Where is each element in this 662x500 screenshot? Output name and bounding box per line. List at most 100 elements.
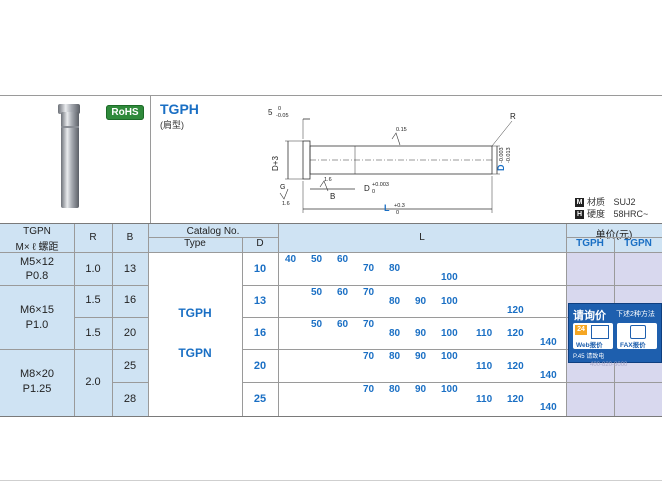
product-image: RoHS — [0, 96, 151, 224]
l-value: 60 — [337, 319, 349, 330]
group3-r: 2.0 — [85, 376, 101, 388]
l-value: 50 — [311, 254, 323, 265]
material-badge: M — [575, 198, 584, 208]
l-value: 90 — [415, 296, 427, 307]
l-value: 100 — [441, 351, 458, 362]
l-value: 70 — [363, 287, 375, 298]
l-value: 70 — [363, 263, 375, 274]
l-value: 120 — [507, 305, 524, 316]
dim-l: L — [384, 203, 390, 213]
group3-p: P1.25 — [22, 383, 52, 395]
header-catalog: Catalog No. — [186, 226, 240, 237]
dim-l-tol-bot: 0 — [396, 210, 399, 216]
technical-drawing: 5 0 -0.05 R D+3 0.15 -0.003 -0.013 D D +… — [268, 106, 516, 216]
fax-quote-label: FAX报价 — [620, 342, 646, 349]
l-value: 110 — [476, 361, 493, 372]
group3-b2: 28 — [123, 393, 137, 405]
dim-dshank-tol-bot: 0 — [372, 189, 375, 195]
l-value: 100 — [441, 328, 458, 339]
l-value: 110 — [476, 394, 493, 405]
l-value: 100 — [441, 272, 458, 283]
l-value: 120 — [507, 361, 524, 372]
page-ref: P.45 — [573, 354, 585, 360]
l-value: 80 — [389, 328, 401, 339]
group2-b2: 20 — [123, 327, 137, 339]
fax-quote-button[interactable]: FAX报价 — [617, 323, 657, 349]
rohs-badge: RoHS — [106, 105, 144, 120]
web-quote-label: Web报价 — [576, 342, 603, 349]
d-value-5: 25 — [253, 393, 267, 405]
d-value-3: 16 — [253, 327, 267, 339]
material-label: 材质 — [587, 197, 606, 207]
l-value: 70 — [363, 384, 375, 395]
l-value: 50 — [311, 319, 323, 330]
fax-icon — [630, 325, 646, 339]
l-value: 140 — [540, 370, 557, 381]
page-note: 请致电 — [586, 354, 605, 360]
inquiry-phone: 400-820-8000 — [590, 362, 628, 368]
dim-dh: D+3 — [271, 156, 280, 171]
header-tgpn: TGPN — [23, 226, 51, 237]
dim-r: R — [510, 112, 516, 121]
header-d: D — [256, 238, 264, 249]
group1-b: 13 — [123, 263, 137, 275]
group2-r2: 1.5 — [85, 327, 101, 339]
inquiry-page-ref: P.45 请致电 — [573, 351, 604, 360]
header-mxl: M× ℓ 螺距 — [15, 242, 59, 253]
l-value: 140 — [540, 402, 557, 413]
dim-b: B — [330, 192, 335, 201]
l-value: 90 — [415, 384, 427, 395]
group1-m: M5×12 — [20, 256, 54, 268]
group2-b1: 16 — [123, 294, 137, 306]
l-value: 120 — [507, 394, 524, 405]
dimension-table: TGPN M× ℓ 螺距 R B Catalog No. Type D L 单价… — [0, 223, 662, 417]
catalog-header-bg — [148, 224, 278, 252]
dim-ra: 0.15 — [396, 127, 407, 133]
type-tgpn: TGPN — [178, 346, 212, 360]
l-value: 50 — [311, 287, 323, 298]
l-value: 120 — [507, 328, 524, 339]
inquiry-title: 请询价 — [573, 310, 606, 322]
price-inquiry-panel[interactable]: 请询价 下述2种方法 24 Web报价 FAX报价 P.45 请致电 — [568, 303, 662, 363]
l-value: 110 — [476, 328, 493, 339]
inquiry-subtitle: 下述2种方法 — [616, 311, 655, 318]
d-value-2: 13 — [253, 295, 267, 307]
badge-24: 24 — [575, 325, 587, 335]
hardness-value: 58HRC~ — [613, 209, 649, 219]
l-value: 60 — [337, 287, 349, 298]
l-value: 40 — [285, 254, 297, 265]
dim-dshank: D — [364, 184, 370, 193]
d-value-4: 20 — [253, 360, 267, 372]
l-value: 80 — [389, 296, 401, 307]
l-value: 80 — [389, 263, 401, 274]
l-value: 90 — [415, 328, 427, 339]
web-quote-button[interactable]: 24 Web报价 — [573, 323, 613, 349]
group2-p: P1.0 — [25, 319, 49, 331]
l-value: 70 — [363, 351, 375, 362]
header-price: 单价(元) — [595, 230, 633, 241]
header-l: L — [419, 232, 425, 243]
group2-r: 1.5 — [85, 294, 101, 306]
l-value: 80 — [389, 351, 401, 362]
dim-5-tol-bot: -0.05 — [276, 113, 289, 119]
group1-p: P0.8 — [25, 270, 49, 282]
header-b: B — [126, 232, 134, 243]
header-r: R — [89, 232, 97, 243]
monitor-icon — [591, 325, 609, 339]
guide-pin-image — [58, 104, 80, 208]
group3-b1: 25 — [123, 360, 137, 372]
header-price-tgph: TGPH — [576, 238, 604, 249]
dim-ra3: 1.6 — [282, 201, 290, 207]
l-value: 80 — [389, 384, 401, 395]
dim-5-tol-top: 0 — [278, 106, 281, 112]
material-value: SUJ2 — [613, 197, 636, 207]
d-value-1: 10 — [253, 263, 267, 275]
l-value: 70 — [363, 319, 375, 330]
l-value: 60 — [337, 254, 349, 265]
dim-5: 5 — [268, 108, 273, 117]
group2-m: M6×15 — [20, 304, 54, 316]
dim-g: G — [280, 184, 285, 191]
l-value: 100 — [441, 296, 458, 307]
